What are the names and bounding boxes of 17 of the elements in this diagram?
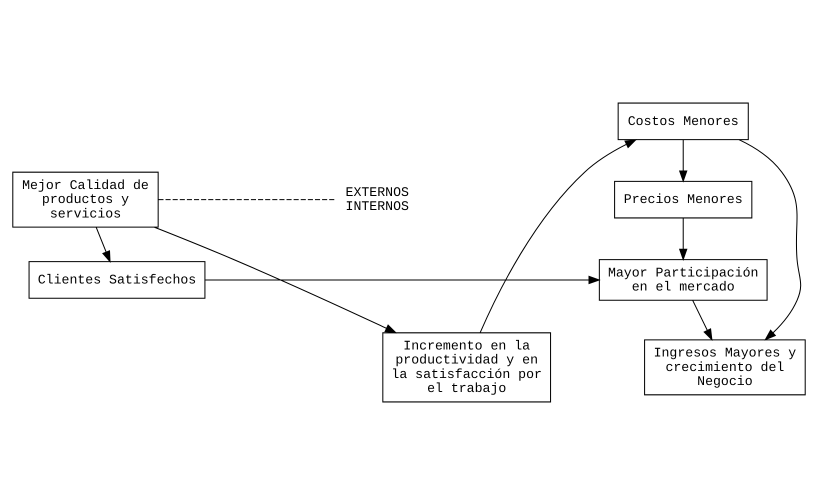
arrow (738, 138, 802, 340)
node-box: Mayor Participación en el mercado (598, 258, 768, 300)
node-box: Mejor Calidad de productos y servicios (12, 171, 159, 228)
node-box: Costos Menores (618, 102, 749, 140)
arrow (678, 139, 688, 182)
arrow (480, 138, 638, 332)
node-box: Ingresos Mayores y crecimiento del Negocio (644, 338, 806, 395)
node-box: Precios Menores (614, 180, 752, 218)
node-box: Incremento en la productividad y en la satisfacción por el trabajo (382, 332, 552, 402)
node-box: Clientes Satisfechos (28, 260, 206, 298)
label: EXTERNOS (346, 184, 409, 200)
arrow (692, 300, 713, 340)
arrow (96, 226, 111, 262)
arrow (154, 226, 398, 333)
arrow (205, 275, 601, 284)
label: INTERNOS (346, 198, 409, 214)
arrow (678, 218, 688, 260)
